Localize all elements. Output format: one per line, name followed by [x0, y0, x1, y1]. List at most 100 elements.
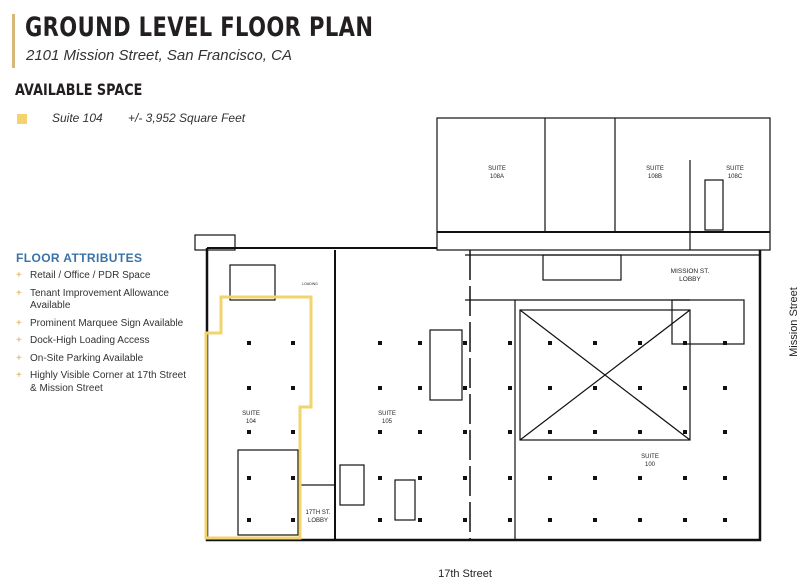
elevator-core: [339, 464, 365, 506]
column-marker: [247, 341, 251, 345]
exterior-stair: [194, 234, 236, 251]
column-marker: [593, 430, 597, 434]
column-marker: [593, 476, 597, 480]
stair: [394, 479, 416, 521]
page-title: GROUND LEVEL FLOOR PLAN: [25, 12, 374, 43]
column-marker: [463, 430, 467, 434]
column-marker: [508, 518, 512, 522]
atrium-outline: [519, 309, 691, 441]
column-marker: [593, 518, 597, 522]
column-marker: [378, 341, 382, 345]
column-marker: [593, 341, 597, 345]
column-marker: [548, 386, 552, 390]
attribute-item: +Tenant Improvement Allowance Available: [16, 287, 169, 312]
floor-attributes-list: +Retail / Office / PDR Space +Tenant Imp…: [16, 270, 186, 400]
column-marker: [683, 476, 687, 480]
attribute-item: +On-Site Parking Available: [16, 352, 144, 364]
column-marker: [723, 430, 727, 434]
column-marker: [418, 518, 422, 522]
restroom-core: [429, 329, 463, 401]
column-marker: [247, 386, 251, 390]
plus-bullet-icon: +: [16, 352, 22, 364]
floor-attributes-heading: FLOOR ATTRIBUTES: [16, 251, 143, 265]
column-marker: [683, 518, 687, 522]
column-marker: [291, 430, 295, 434]
column-marker: [463, 476, 467, 480]
stair-core: [542, 254, 622, 281]
column-marker: [723, 476, 727, 480]
column-marker: [463, 386, 467, 390]
street-label-mission: Mission Street: [788, 287, 800, 357]
column-marker: [291, 518, 295, 522]
column-marker: [247, 430, 251, 434]
column-marker: [378, 476, 382, 480]
plus-bullet-icon: +: [16, 317, 22, 329]
plus-bullet-icon: +: [16, 270, 22, 281]
column-marker: [508, 386, 512, 390]
column-marker: [508, 476, 512, 480]
column-marker: [418, 430, 422, 434]
column-marker: [638, 341, 642, 345]
legend-suite-area: +/- 3,952 Square Feet: [128, 111, 246, 125]
upper-wing-outline: [436, 117, 771, 251]
column-marker: [548, 341, 552, 345]
column-marker: [378, 430, 382, 434]
legend-suite-name: Suite 104: [52, 111, 103, 125]
plus-bullet-icon: +: [16, 335, 22, 346]
column-marker: [291, 341, 295, 345]
column-marker: [683, 341, 687, 345]
column-marker: [548, 518, 552, 522]
attribute-item: +Dock-High Loading Access: [16, 335, 150, 346]
column-marker: [508, 430, 512, 434]
column-marker: [418, 476, 422, 480]
column-marker: [508, 341, 512, 345]
suite-104-highlight[interactable]: [204, 295, 313, 540]
column-marker: [638, 386, 642, 390]
column-marker: [723, 341, 727, 345]
suite-104-legend-swatch: [17, 114, 27, 124]
column-marker: [548, 476, 552, 480]
column-marker: [593, 386, 597, 390]
column-marker: [247, 518, 251, 522]
attribute-item: +Retail / Office / PDR Space: [16, 270, 151, 281]
address-subtitle: 2101 Mission Street, San Francisco, CA: [26, 47, 292, 64]
available-space-heading: AVAILABLE SPACE: [15, 80, 143, 99]
column-marker: [418, 386, 422, 390]
column-marker: [463, 518, 467, 522]
column-marker: [418, 341, 422, 345]
column-marker: [247, 476, 251, 480]
column-marker: [463, 341, 467, 345]
column-marker: [378, 518, 382, 522]
column-marker: [548, 430, 552, 434]
label-17th-lobby: 17TH ST.LOBBY: [305, 510, 330, 524]
exterior-wall: [205, 248, 762, 542]
column-marker: [638, 518, 642, 522]
column-marker: [378, 386, 382, 390]
column-marker: [291, 476, 295, 480]
column-grid: [247, 341, 727, 522]
column-marker: [683, 386, 687, 390]
street-label-17th: 17th Street: [438, 568, 492, 580]
loading-dock: [229, 264, 276, 301]
column-marker: [723, 518, 727, 522]
column-marker: [638, 476, 642, 480]
label-mission-lobby: MISSION ST.LOBBY: [671, 268, 710, 283]
column-marker: [638, 430, 642, 434]
open-to-above-line: [519, 309, 691, 441]
column-marker: [291, 386, 295, 390]
plus-bullet-icon: +: [16, 370, 22, 381]
suite-104-inner-room: [237, 449, 299, 536]
label-loading: LOADING: [302, 282, 318, 286]
kitchen-counter: [704, 179, 724, 231]
title-accent-bar: [12, 14, 15, 68]
plus-bullet-icon: +: [16, 287, 22, 299]
column-marker: [683, 430, 687, 434]
attribute-item: +Prominent Marquee Sign Available: [16, 317, 184, 329]
